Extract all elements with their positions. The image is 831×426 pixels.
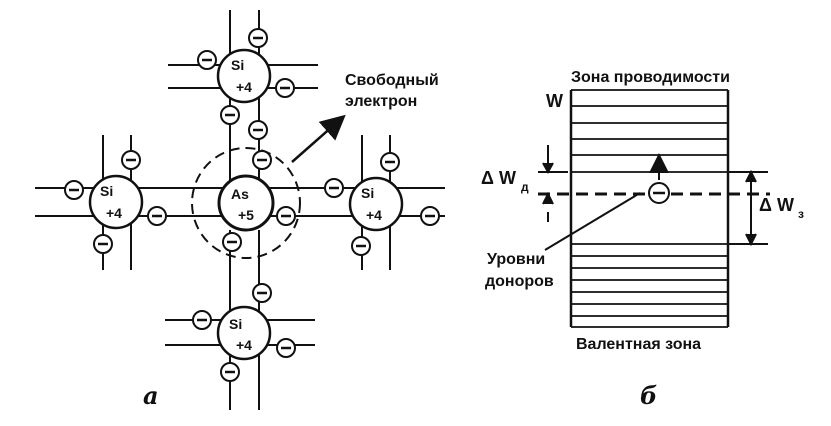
electron-icon [64, 180, 84, 200]
atom-center-charge: +5 [238, 207, 254, 223]
electron-icon [248, 120, 268, 140]
electron-icon [252, 283, 272, 303]
atom-left-charge: +4 [106, 205, 122, 221]
electron-icon [252, 150, 272, 170]
electron-icon [220, 105, 240, 125]
delta-wd-marker [538, 145, 568, 222]
band-levels [571, 89, 728, 328]
delta-wd-label: Δ W [481, 168, 516, 188]
donor-levels-label-line2: доноров [485, 273, 554, 290]
atom-top-charge: +4 [236, 79, 252, 95]
donor-electron [648, 182, 670, 204]
atom-right-symbol: Si [361, 185, 374, 201]
electron-icon [248, 28, 268, 48]
delta-wd-subscript: д [521, 180, 529, 194]
electron-icon [380, 152, 400, 172]
figure-label-b: б [640, 381, 657, 410]
electron-icon [192, 310, 212, 330]
delta-wz-subscript: з [798, 207, 804, 221]
conduction-band-label: Зона проводимости [571, 69, 730, 86]
free-electron-label-line1: Свободный [345, 72, 439, 89]
energy-axis-label: W [546, 91, 563, 111]
energy-band-panel: Зона проводимости W Δ W д [481, 69, 804, 410]
free-electron-orbit [191, 147, 301, 259]
figure-label-a: а [143, 381, 159, 410]
donor-levels-label-line1: Уровни [487, 251, 545, 268]
atom-bottom-symbol: Si [229, 316, 242, 332]
electron-icon [275, 78, 295, 98]
electron-icon [121, 150, 141, 170]
atom-bottom: Si +4 [216, 305, 272, 361]
electron-icon [276, 338, 296, 358]
electron-icon [351, 236, 371, 256]
delta-wz-label: Δ W [759, 195, 794, 215]
electron-icon [197, 50, 217, 70]
atom-center: As +5 [217, 174, 275, 232]
crystal-lattice-panel: Si +4 Si +4 As +5 Si +4 Si +4 Свободный … [35, 10, 445, 410]
atom-top: Si +4 [216, 48, 272, 104]
free-electron-label-line2: электрон [345, 93, 417, 110]
electron-icon [93, 234, 113, 254]
atom-right: Si +4 [348, 176, 404, 232]
atom-center-symbol: As [231, 186, 249, 202]
electron-icon [220, 362, 240, 382]
electron-icon [276, 206, 296, 226]
electron-icon [324, 178, 344, 198]
atom-bottom-charge: +4 [236, 337, 252, 353]
atom-top-symbol: Si [231, 57, 244, 73]
delta-wz-marker [728, 169, 768, 247]
donor-levels-pointer [544, 192, 641, 251]
atom-right-charge: +4 [366, 207, 382, 223]
atom-left-symbol: Si [100, 183, 113, 199]
bond-electrons [64, 28, 440, 382]
electron-icon [147, 206, 167, 226]
free-electron-arrow [291, 114, 346, 163]
electron-icon [420, 206, 440, 226]
electron-icon [222, 232, 242, 252]
valence-band-label: Валентная зона [576, 336, 701, 353]
atom-left: Si +4 [88, 174, 144, 230]
